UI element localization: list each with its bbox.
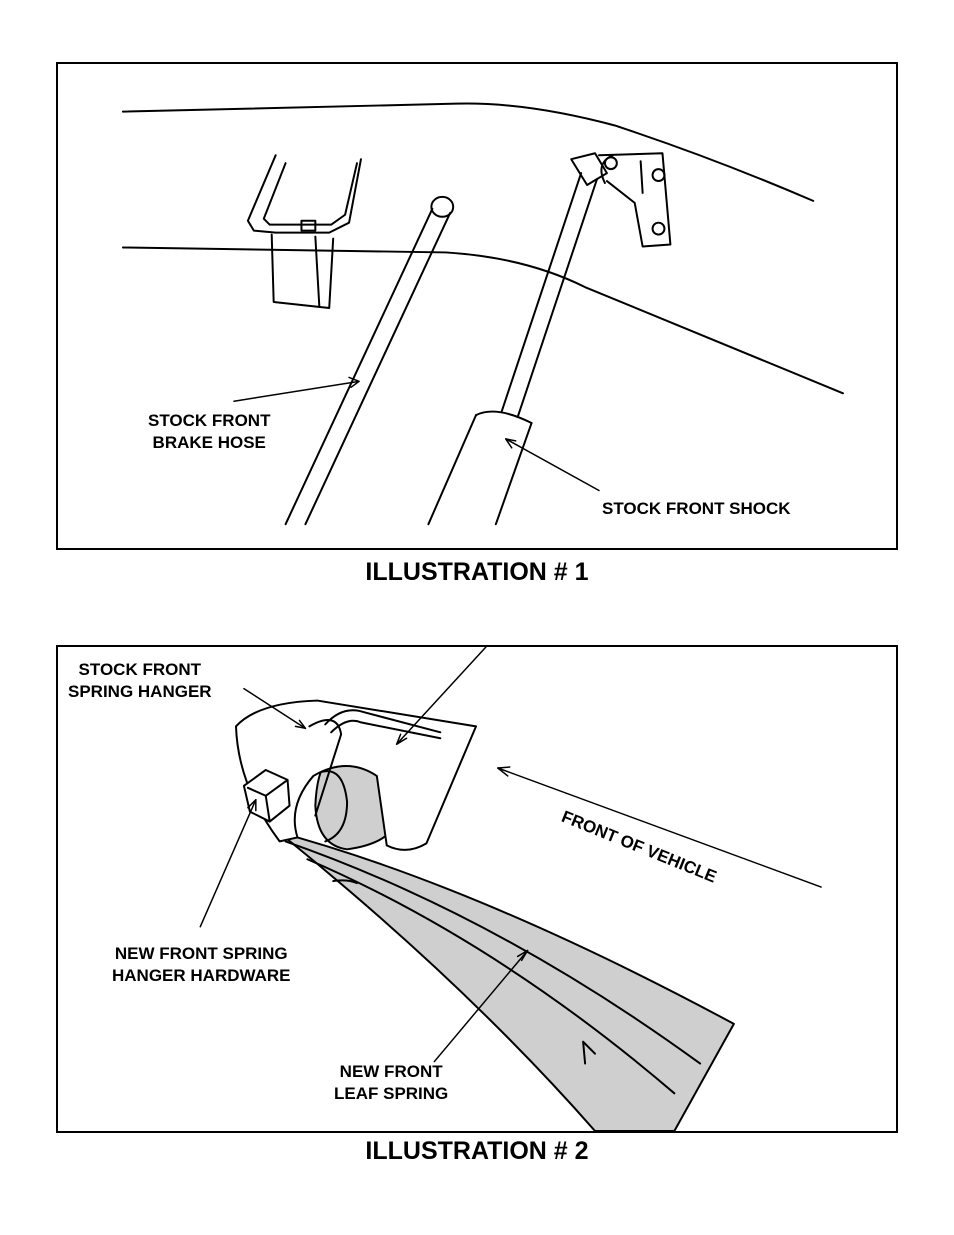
illustration-2-panel: STOCK FRONT SPRING HANGER FRONT OF VEHIC… xyxy=(56,645,898,1133)
illustration-2-caption: ILLUSTRATION # 2 xyxy=(365,1137,589,1165)
hanger-hardware-label: NEW FRONT SPRING HANGER HARDWARE xyxy=(112,943,291,987)
shock-leader xyxy=(505,438,600,492)
fender-top-line xyxy=(121,102,815,202)
front-of-vehicle-arrow xyxy=(497,766,822,888)
leaf-spring-label: NEW FRONT LEAF SPRING xyxy=(334,1061,448,1105)
leaf-spring-label-line1: NEW FRONT xyxy=(339,1062,443,1081)
leaf-spring-label-line2: LEAF SPRING xyxy=(334,1084,449,1103)
brake-hose-label-line2: BRAKE HOSE xyxy=(152,433,266,452)
leaf-spring-leader xyxy=(433,949,529,1063)
bump-stop-bracket xyxy=(246,154,362,309)
hardware-leader xyxy=(199,798,257,928)
hanger-hardware-label-line1: NEW FRONT SPRING xyxy=(114,944,288,963)
leaf-spring xyxy=(274,830,735,1131)
illustration-1-drawing xyxy=(121,102,844,526)
upper-leader xyxy=(395,647,487,745)
spring-hanger-label-line1: STOCK FRONT xyxy=(78,660,202,679)
brake-hose-label: STOCK FRONT BRAKE HOSE xyxy=(148,410,270,454)
hanger-hardware-label-line2: HANGER HARDWARE xyxy=(112,966,291,985)
hanger-leader xyxy=(243,687,307,730)
shock-label: STOCK FRONT SHOCK xyxy=(602,499,791,518)
spring-hanger-label: STOCK FRONT SPRING HANGER xyxy=(68,659,212,703)
illustration-1-panel: STOCK FRONT BRAKE HOSE STOCK FRONT SHOCK xyxy=(56,62,898,550)
frame-line xyxy=(121,246,844,395)
shock-absorber xyxy=(427,152,672,526)
spring-hanger-label-line2: SPRING HANGER xyxy=(68,682,212,701)
brake-hose-leader xyxy=(233,376,360,402)
illustration-2-drawing xyxy=(199,647,822,1131)
brake-hose xyxy=(284,195,455,526)
illustration-1-caption: ILLUSTRATION # 1 xyxy=(365,558,589,586)
brake-hose-label-line1: STOCK FRONT xyxy=(148,411,271,430)
